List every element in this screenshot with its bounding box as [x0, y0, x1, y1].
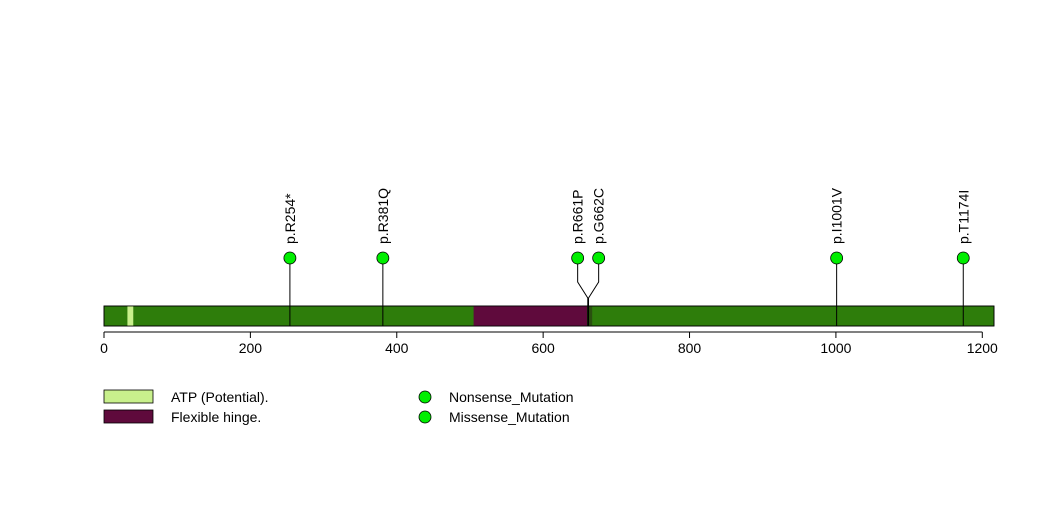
mutation-marker-5 — [956, 251, 970, 265]
mutation-stem-2 — [577, 258, 589, 326]
legend-domain-label-0: ATP (Potential). — [171, 389, 269, 405]
x-axis-tick-label-6: 1200 — [967, 340, 998, 356]
x-axis-tick-label-2: 400 — [385, 340, 409, 356]
mutation-marker-2 — [571, 251, 585, 265]
mutation-label-0: p.R254* — [282, 193, 298, 244]
mutation-label-4: p.I1001V — [829, 187, 845, 244]
mutation-label-5: p.T1174I — [955, 190, 971, 244]
x-axis-tick-label-5: 1000 — [820, 340, 851, 356]
protein-outline — [103, 305, 995, 327]
legend-domain-label-1: Flexible hinge. — [171, 409, 261, 425]
domain-region-1 — [473, 306, 588, 326]
mutation-stem-3 — [588, 258, 600, 326]
mutation-label-1: p.R381Q — [375, 188, 391, 244]
legend-mutation-label-0: Nonsense_Mutation — [449, 389, 574, 405]
mutation-marker-4 — [830, 251, 844, 265]
legend-marker-0 — [418, 390, 432, 404]
domain-region-2 — [587, 306, 593, 326]
mutation-label-2: p.R661P — [570, 190, 586, 244]
x-axis-tick-label-4: 800 — [678, 340, 702, 356]
mutation-marker-0 — [283, 251, 297, 265]
legend-swatch-1 — [103, 409, 154, 424]
mutation-marker-3 — [592, 251, 606, 265]
x-axis-tick-label-0: 0 — [100, 340, 108, 356]
x-axis-tick-label-1: 200 — [239, 340, 263, 356]
legend-mutation-label-1: Missense_Mutation — [449, 409, 570, 425]
legend-marker-1 — [418, 410, 432, 424]
domain-region-0 — [127, 306, 134, 326]
legend-swatch-0 — [103, 389, 154, 404]
mutation-marker-1 — [376, 251, 390, 265]
x-axis-tick-label-3: 600 — [531, 340, 555, 356]
mutation-label-3: p.G662C — [591, 188, 607, 244]
